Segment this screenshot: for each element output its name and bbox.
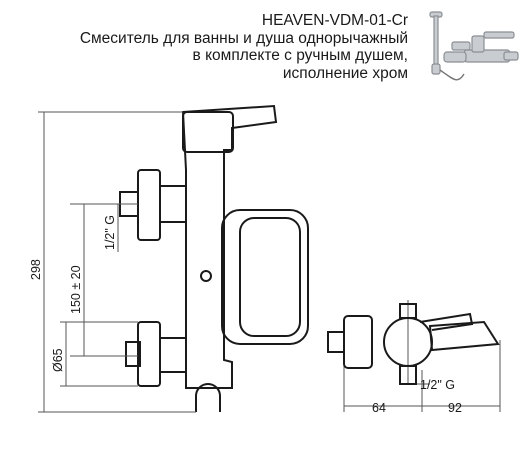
control-panel-inner: [239, 217, 301, 337]
top-eccentric-nut: [159, 185, 187, 223]
side-pipe: [327, 331, 345, 353]
bottom-eccentric-pipe: [125, 341, 141, 367]
side-wall-flange: [343, 315, 373, 369]
top-eccentric-flange: [137, 169, 161, 241]
description-line-1: Смеситель для ванны и душа однорычажный: [79, 29, 408, 47]
bottom-eccentric-flange: [137, 321, 161, 387]
shower-outlet: [195, 383, 221, 412]
product-thumbnail: [429, 11, 519, 81]
side-lever: [419, 312, 474, 331]
control-panel: [221, 209, 309, 345]
side-eccentric-nut: [399, 303, 417, 319]
side-shower-outlet: [399, 365, 417, 385]
description-line-3: исполнение хром: [282, 64, 408, 82]
depth-spout-label: 92: [448, 401, 462, 415]
depth-wall-label: 64: [372, 401, 386, 415]
thread-left-label: 1/2" G: [103, 215, 117, 250]
height-total-label: 298: [29, 259, 43, 280]
lever-base: [182, 111, 234, 153]
side-spout: [428, 320, 500, 352]
center-distance-label: 150 ± 20: [69, 265, 83, 314]
model-code: HEAVEN-VDM-01-Cr: [261, 12, 408, 29]
diameter-label: Ø65: [51, 348, 65, 372]
product-header: HEAVEN-VDM-01-Cr Смеситель для ванны и д…: [80, 12, 408, 82]
description-line-2: в комплекте с ручным душем,: [192, 47, 408, 64]
thread-side-label: 1/2" G: [420, 378, 455, 392]
bottom-eccentric-nut: [159, 337, 187, 373]
mixer-body: [181, 104, 278, 389]
indicator-dot: [200, 270, 212, 282]
